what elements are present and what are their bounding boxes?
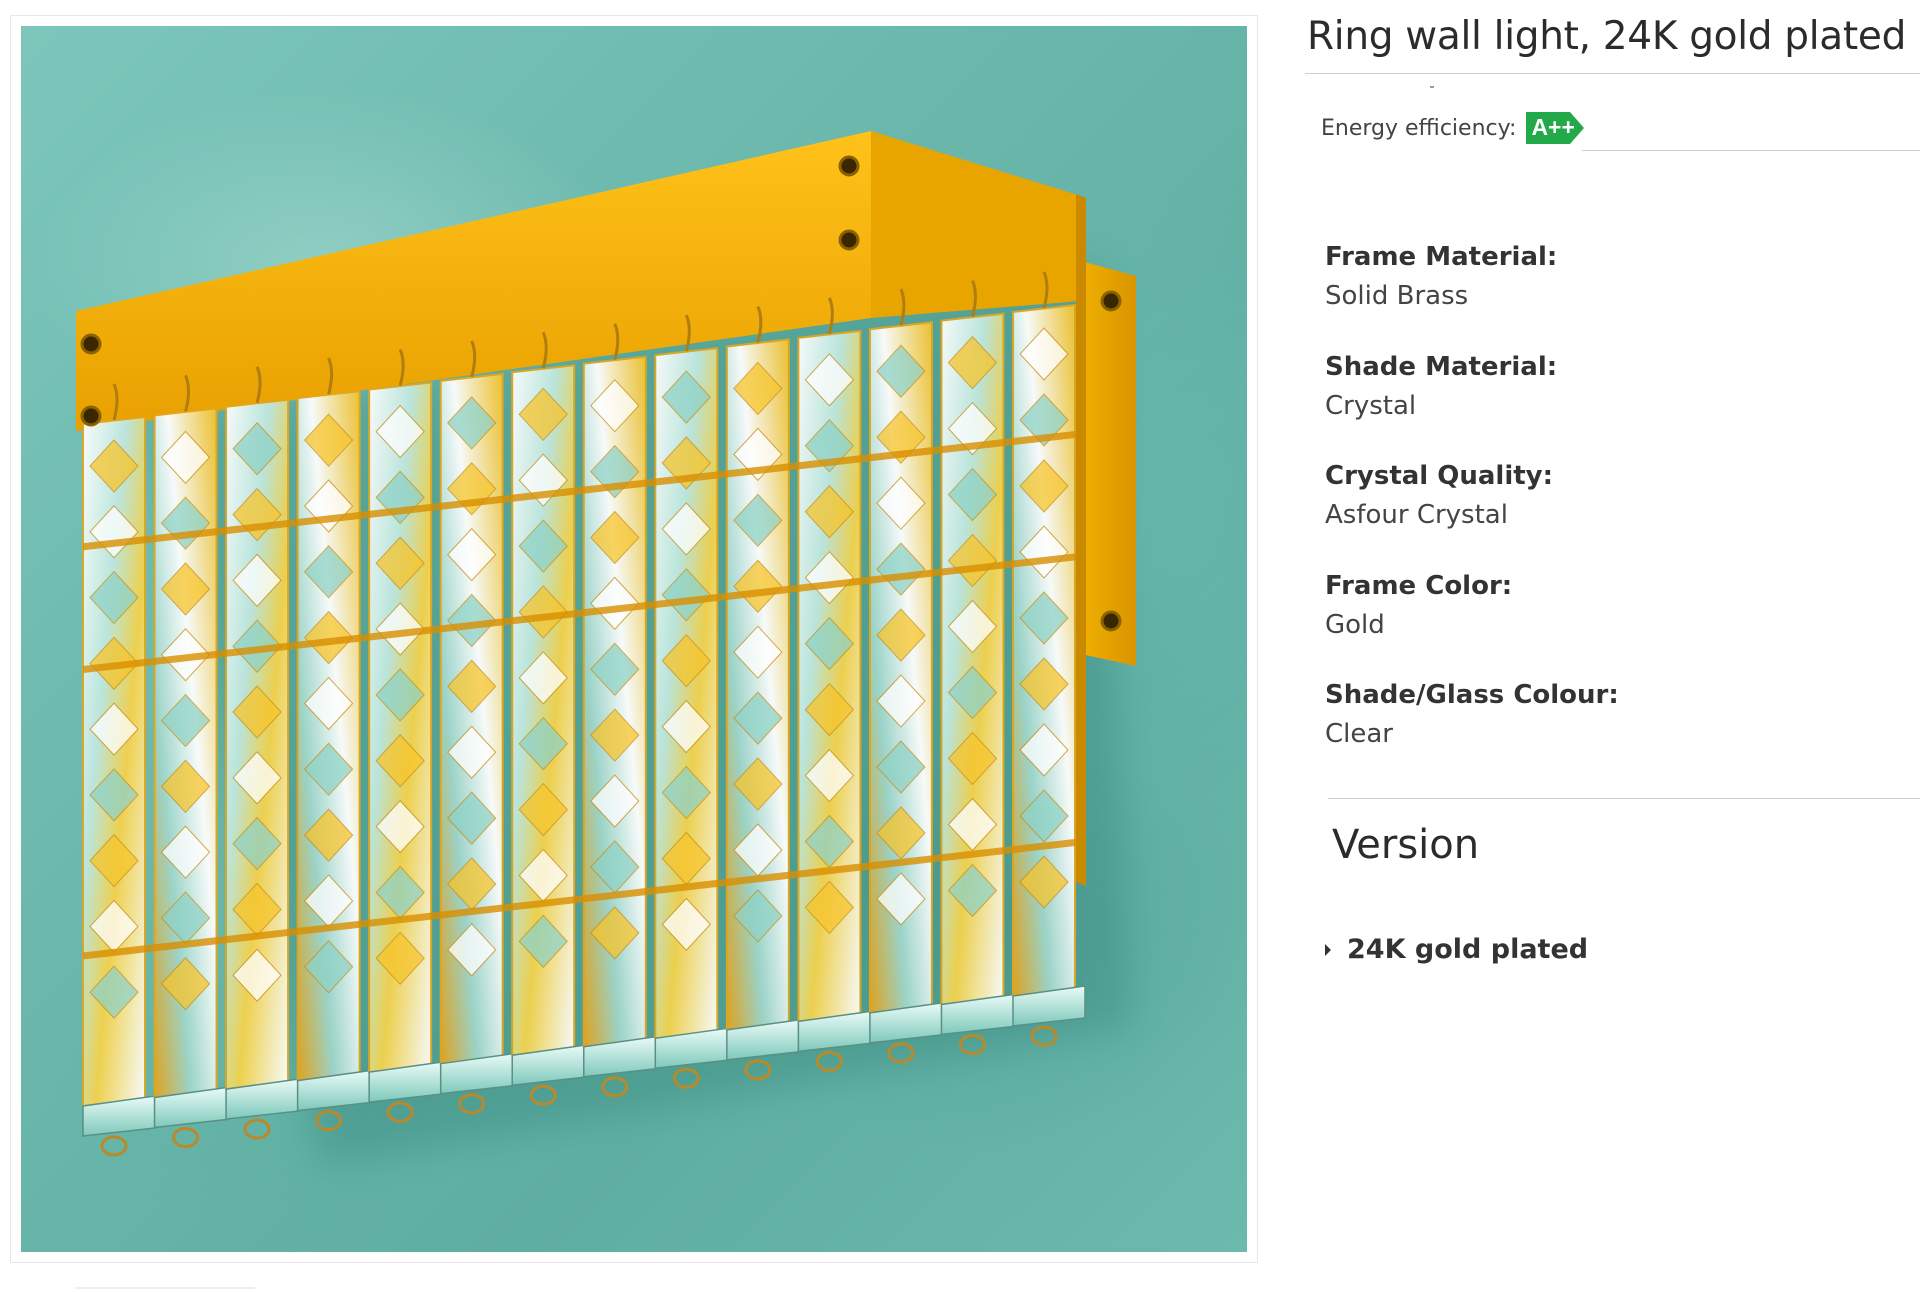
wall-light-illustration: [76, 131, 1136, 1166]
product-image-frame: [10, 15, 1258, 1263]
spec-label: Frame Color:: [1325, 570, 1513, 601]
divider-mark: [1430, 86, 1434, 88]
spec-label: Shade Material:: [1325, 351, 1558, 382]
spec-value: Asfour Crystal: [1325, 500, 1508, 530]
spec-value: Gold: [1325, 609, 1385, 640]
product-title: Ring wall light, 24K gold plated: [1307, 14, 1907, 59]
version-divider: [1328, 798, 1920, 799]
spec-label: Shade/Glass Colour:: [1325, 680, 1619, 710]
energy-efficiency: Energy efficiency: A++: [1321, 112, 1585, 144]
spec-glass-colour: Shade/Glass Colour: Clear: [1325, 676, 1885, 786]
product-image[interactable]: [21, 26, 1247, 1252]
title-divider: [1305, 73, 1920, 74]
energy-rating: A++: [1531, 114, 1575, 140]
spec-frame-color: Frame Color: Gold: [1325, 567, 1885, 677]
energy-rating-badge[interactable]: A++: [1526, 112, 1585, 144]
version-option-24k-gold[interactable]: 24K gold plated: [1325, 934, 1588, 965]
energy-arrow-icon: [1526, 112, 1585, 144]
energy-efficiency-label: Energy efficiency:: [1321, 115, 1517, 141]
spec-label: Crystal Quality:: [1325, 461, 1554, 491]
spec-value: Solid Brass: [1325, 281, 1469, 311]
thumbnail-indicator: [75, 1287, 255, 1289]
spec-value: Clear: [1325, 719, 1393, 749]
caret-right-icon: [1325, 943, 1331, 956]
energy-divider: [1582, 150, 1920, 151]
spec-crystal-quality: Crystal Quality: Asfour Crystal: [1325, 457, 1885, 567]
spec-label: Frame Material:: [1325, 242, 1558, 272]
spec-value: Crystal: [1325, 390, 1417, 421]
version-option-label: 24K gold plated: [1347, 934, 1589, 965]
spec-shade-material: Shade Material: Crystal: [1325, 348, 1885, 458]
spec-frame-material: Frame Material: Solid Brass: [1325, 238, 1885, 348]
specifications-list: Frame Material: Solid Brass Shade Materi…: [1325, 238, 1885, 786]
version-heading: Version: [1332, 822, 1480, 868]
